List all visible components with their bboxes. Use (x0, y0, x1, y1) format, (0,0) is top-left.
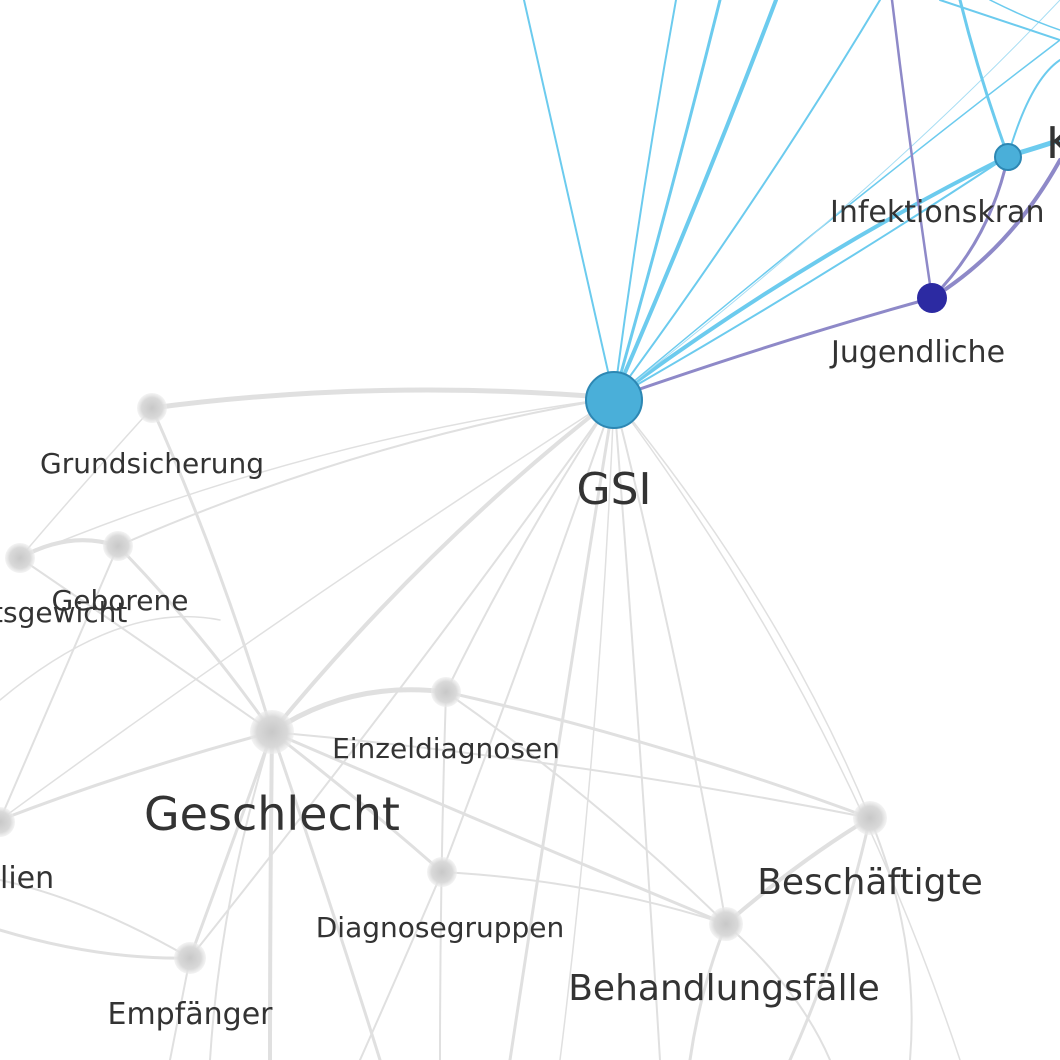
label-geschlecht: Geschlecht (144, 787, 400, 841)
label-behandlungsfaelle: Behandlungsfälle (568, 968, 880, 1009)
label-diagnosegruppen: Diagnosegruppen (316, 911, 565, 944)
node-beschaeftigte[interactable] (853, 801, 887, 835)
edge-empfaenger-lien (0, 879, 191, 959)
edge-jugendliche-right (930, 158, 1060, 300)
edge-gsi-grundsicherung (149, 387, 617, 411)
edge-gsi-down-4 (559, 397, 615, 1060)
edge-gsi-up-1 (523, 0, 615, 399)
edge-gsi-lien (0, 397, 615, 821)
edge-geschlecht-einzeldiagnosen (269, 687, 449, 735)
edge-infektion-up-1 (958, 0, 1010, 158)
edge-geschlecht-lien (0, 730, 274, 822)
edge-geschlecht-gewicht (19, 557, 273, 733)
edge-geschlecht-empfaenger (188, 730, 274, 960)
edge-gewicht-grundsicherung-arc (19, 407, 153, 559)
edge-infektion-up-2 (1007, 59, 1060, 157)
edge-gsi-jugendliche (612, 296, 934, 400)
label-infektion: Infektionskran (830, 195, 1044, 230)
edge-gsi-diagnosegruppen (441, 397, 615, 873)
edge-gsi-up-5 (613, 0, 881, 399)
edge-geschlecht-diagnosegruppen (270, 730, 444, 874)
label-einzeldiagnosen: Einzeldiagnosen (332, 732, 560, 765)
edge-empfaenger-left (0, 928, 192, 960)
label-gsi: GSI (576, 464, 651, 515)
edge-gsi-infektion-2 (613, 155, 1009, 399)
edge-geschlecht-down-2 (270, 730, 382, 1060)
edge-gsi-gewicht (19, 397, 615, 559)
node-infektion[interactable] (994, 143, 1022, 171)
edge-beschaeftigte-down-2 (788, 816, 872, 1060)
edge-geschlecht-down-3 (209, 731, 273, 1060)
node-behandlungsfaelle[interactable] (709, 907, 743, 941)
label-offscreen-k: K (1046, 118, 1060, 169)
node-geborene[interactable] (103, 531, 133, 561)
edge-beschaeftigte-down-1 (869, 817, 913, 1060)
edge-geschlecht-down-1 (268, 730, 274, 1060)
edge-behandlungsfaelle-down-2 (725, 923, 831, 1060)
label-gewicht: tsgewicht (0, 596, 127, 629)
edge-gsi-up-4 (612, 0, 778, 400)
highlighted-edges (523, 0, 1060, 400)
edge-gsi-geborene (117, 397, 615, 547)
edge-geschlecht-grundsicherung (150, 406, 274, 734)
edge-gsi-up-3 (612, 0, 722, 400)
node-gewicht[interactable] (5, 543, 35, 573)
label-jugendliche: Jugendliche (829, 335, 1005, 370)
edge-diagnosegruppen-down (359, 871, 443, 1060)
edge-behandlungsfaelle-beschaeftigte (724, 816, 872, 926)
node-diagnosegruppen[interactable] (427, 857, 457, 887)
edge-gsi-infektion-1 (612, 154, 1010, 400)
edge-lien-geborene-2 (0, 615, 221, 701)
edge-geschlecht-geborene (116, 544, 274, 734)
edge-topright-1 (939, 0, 1060, 41)
node-gsi[interactable] (585, 371, 643, 429)
label-empfaenger: Empfänger (107, 997, 273, 1032)
edge-gsi-empfaenger (189, 397, 615, 959)
edge-einzeldiagnosen-beschaeftigte (444, 690, 872, 820)
label-lien: lien (0, 861, 54, 896)
edge-gsi-geschlecht (270, 396, 616, 734)
highlighted-nodes (585, 143, 1022, 429)
edge-geschlecht-behandlungsfaelle (270, 730, 728, 926)
edge-diagnosegruppen-behandlungsfaelle (441, 871, 727, 925)
node-empfaenger[interactable] (174, 942, 206, 974)
edge-gsi-einzeldiagnosen (445, 397, 615, 693)
inactive-edges (0, 387, 961, 1060)
edge-einzeldiagnosen-behandlungsfaelle (445, 691, 727, 925)
edge-geborene-lien (0, 545, 119, 821)
edge-gsi-beschaeftigte (613, 397, 871, 819)
edge-gsi-down-3 (613, 397, 961, 1060)
node-einzeldiagnosen[interactable] (431, 677, 461, 707)
edge-gsi-right-2 (613, 0, 1060, 399)
node-labels: GSI Infektionskran Jugendliche K Grundsi… (0, 118, 1060, 1032)
node-geschlecht[interactable] (250, 710, 294, 754)
node-lien[interactable] (0, 807, 15, 837)
edge-jugendliche-infektion (930, 154, 1010, 300)
edge-topright-2 (989, 0, 1060, 31)
edge-gsi-down-2 (613, 397, 661, 1060)
inactive-nodes (0, 393, 887, 974)
edge-gsi-behandlungsfaelle (613, 397, 727, 925)
edge-geschlecht-beschaeftigte (271, 731, 871, 819)
edge-gsi-right-1 (613, 39, 1060, 399)
label-beschaeftigte: Beschäftigte (757, 862, 983, 903)
label-geborene: Geborene (52, 584, 189, 617)
label-grundsicherung: Grundsicherung (40, 447, 264, 480)
edge-jugendliche-up (890, 0, 934, 300)
node-jugendliche[interactable] (917, 283, 947, 313)
node-grundsicherung[interactable] (137, 393, 167, 423)
edge-gsi-down-1 (508, 396, 616, 1060)
edge-gsi-up-2 (613, 0, 677, 399)
